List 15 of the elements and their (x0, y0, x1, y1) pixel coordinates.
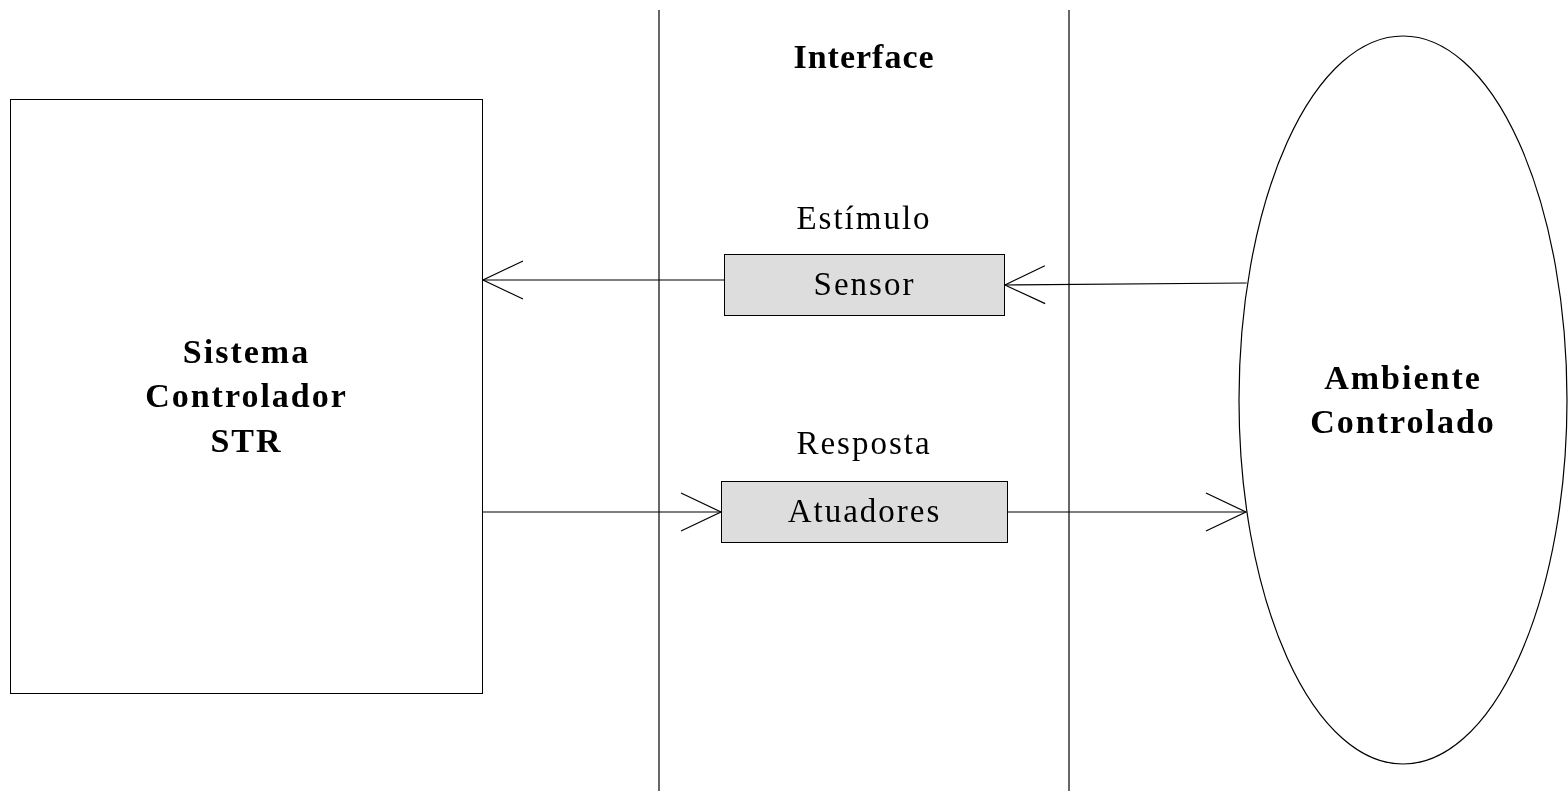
node-label: Atuadores (787, 492, 942, 532)
arrow (482, 492, 722, 532)
node-label: Sensor (813, 265, 916, 305)
arrow (1007, 492, 1247, 532)
signal-label: Resposta (795, 427, 933, 460)
node-label: Ambiente Controlado (1309, 357, 1497, 442)
component-box (724, 254, 1005, 316)
signal-label: Estímulo (795, 202, 933, 235)
environment-ellipse (1238, 35, 1568, 765)
component-box (721, 481, 1008, 543)
node-label: Sistema Controlador STR (144, 332, 349, 461)
arrow (1004, 265, 1248, 305)
system-box (10, 99, 483, 694)
arrow (482, 260, 725, 300)
section-heading: Interface (792, 40, 936, 74)
